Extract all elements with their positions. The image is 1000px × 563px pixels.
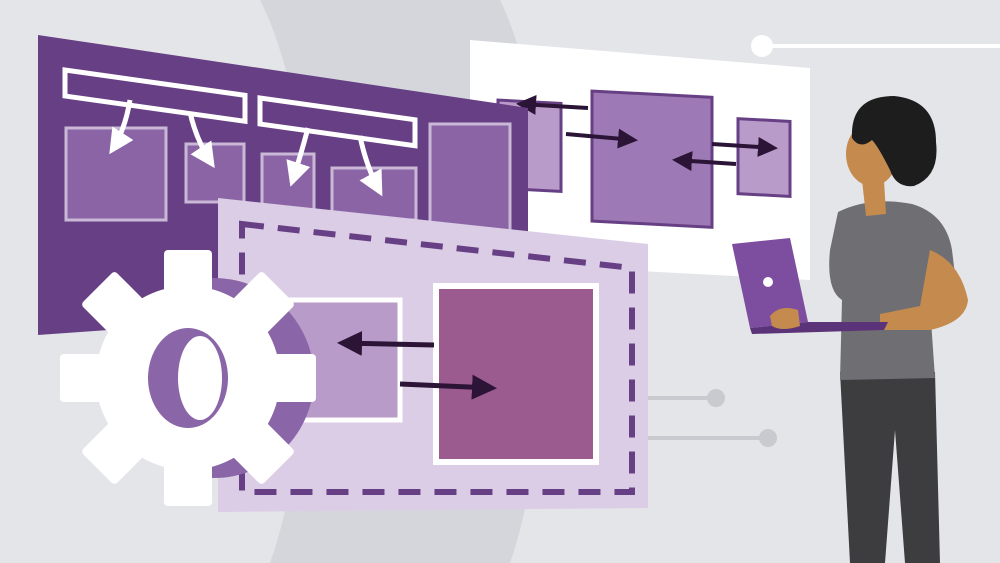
person-shirt	[829, 201, 958, 380]
connector-bottom	[640, 429, 777, 447]
down-arrow-3	[286, 127, 311, 187]
person-legs	[840, 372, 940, 563]
arrow-left	[337, 330, 435, 356]
grid-box-2	[184, 142, 246, 204]
person-hand	[770, 308, 800, 329]
person-arm	[880, 250, 968, 330]
header-bar-1	[62, 67, 248, 125]
header-bar-2	[257, 95, 418, 149]
arrow-lr-2	[711, 136, 778, 157]
arrow-rl-1	[516, 94, 589, 115]
arrow-lr-1	[565, 128, 638, 149]
grid-box-3	[260, 152, 316, 212]
box-center	[590, 89, 714, 229]
connector-middle	[640, 389, 725, 407]
person-neck	[862, 180, 886, 216]
panel-front-container	[218, 198, 648, 512]
person-figure	[732, 96, 968, 563]
down-arrow-4	[357, 135, 383, 197]
grid-box-5	[428, 122, 512, 236]
inner-box-right	[433, 283, 599, 465]
arrow-right	[399, 374, 497, 400]
box-right	[736, 117, 792, 198]
down-arrow-2	[187, 111, 215, 169]
down-arrow-1	[109, 99, 134, 155]
arrow-rl-2	[672, 151, 737, 172]
panel-right-diagram	[470, 40, 810, 280]
connector-top	[751, 35, 1000, 57]
gear-icon	[60, 250, 316, 506]
person-hair	[851, 96, 937, 187]
